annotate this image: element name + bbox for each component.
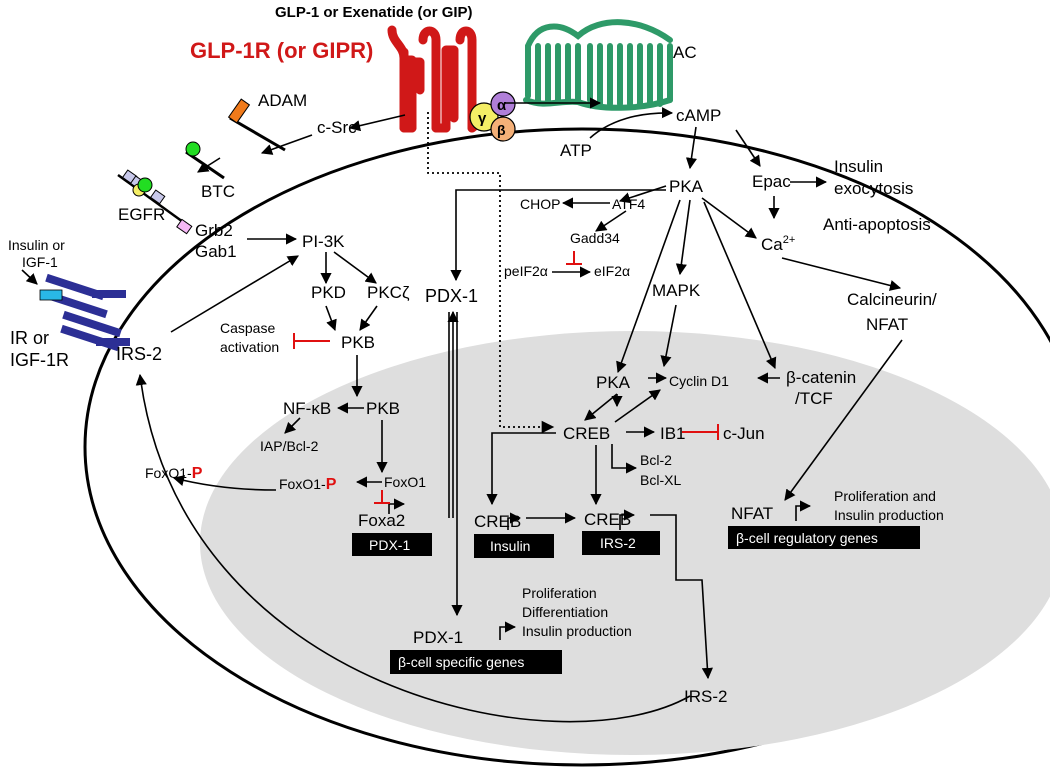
g-gamma-label: γ <box>478 110 487 127</box>
btc-ligand-shed <box>185 141 201 157</box>
iap-label: IAP/Bcl-2 <box>260 438 319 454</box>
pi3k-label: PI-3K <box>302 232 345 251</box>
foxo1-label: FoxO1 <box>384 474 426 490</box>
egfr-label: EGFR <box>118 205 165 224</box>
catenin-label: β-catenin/TCF <box>786 368 856 408</box>
irs2-bottom-label: IRS-2 <box>684 687 727 706</box>
creb-irs2-label: CREB <box>584 510 631 529</box>
peif2a-label: peIF2α <box>504 263 548 279</box>
foxo1p-mid-label: FoxO1-P <box>279 476 337 493</box>
egfr-receptor <box>117 169 193 235</box>
receptor-label: GLP-1R (or GIPR) <box>190 38 373 63</box>
pka-top-label: PKA <box>669 177 704 196</box>
camp-label: cAMP <box>676 106 721 125</box>
pkcz-label: PKCζ <box>367 283 410 302</box>
irs2-gene-box <box>582 531 660 555</box>
regulatory-genes-box-label: β-cell regulatory genes <box>736 530 878 546</box>
eif2a-label: eIF2α <box>594 263 630 279</box>
cjun-label: c-Jun <box>723 424 765 443</box>
gab1-label: Gab1 <box>195 242 237 261</box>
foxo1p-left-label: FoxO1-P <box>145 465 203 482</box>
ca-label: Ca2+ <box>761 234 795 254</box>
pdx1-bottom-label: PDX-1 <box>413 628 463 647</box>
mapk-label: MAPK <box>652 281 701 300</box>
specific-genes-box <box>390 650 562 674</box>
glp1-receptor <box>387 25 485 133</box>
g-alpha-subunit <box>490 91 516 117</box>
pdx1-top-label: PDX-1 <box>425 286 478 306</box>
insulin-gene-box-label: Insulin <box>490 538 530 554</box>
ir-receptor <box>39 273 130 352</box>
ligand-label: GLP-1 or Exenatide (or GIP) <box>275 4 473 21</box>
specific-genes-box-label: β-cell specific genes <box>398 654 524 670</box>
inhibition-marks <box>293 251 719 504</box>
grb2-label: Grb2 <box>195 221 233 240</box>
adam-protein <box>229 116 286 152</box>
nfkb-label: NF-κB <box>283 399 331 418</box>
irs2-gene-box-label: IRS-2 <box>600 535 636 551</box>
btc-label: BTC <box>201 182 235 201</box>
g-beta-label: β <box>497 122 506 138</box>
pkb2-label: PKB <box>366 399 400 418</box>
nfat-label: NFAT <box>731 504 773 523</box>
insulin-gene-box <box>474 534 554 558</box>
pdx1-gene-box-label: PDX-1 <box>369 537 410 553</box>
pkb1-label: PKB <box>341 333 375 352</box>
g-beta-subunit <box>490 116 516 142</box>
ib1-label: IB1 <box>660 424 686 443</box>
pka-nuclear-label: PKA <box>596 373 631 392</box>
g-alpha-label: α <box>497 97 507 114</box>
ac-label: AC <box>673 43 697 62</box>
receptor-creb-dotted-path <box>427 112 555 434</box>
pdx1-gene-box <box>352 533 432 556</box>
adam-label: ADAM <box>258 91 307 110</box>
chop-label: CHOP <box>520 196 560 212</box>
creb-insulin-label: CREB <box>474 512 521 531</box>
anti-apoptosis-label: Anti-apoptosis <box>823 215 931 234</box>
pkd-label: PKD <box>311 283 346 302</box>
csrc-label: c-Src <box>317 118 357 137</box>
adam-domain <box>227 98 251 124</box>
cyclin-d1-label: Cyclin D1 <box>669 373 729 389</box>
irs2-left-label: IRS-2 <box>116 344 162 364</box>
atp-label: ATP <box>560 141 592 160</box>
epac-label: Epac <box>752 172 791 191</box>
g-gamma-subunit <box>469 102 499 132</box>
gadd34-label: Gadd34 <box>570 230 620 246</box>
adenylyl-cyclase <box>523 19 673 111</box>
regulatory-genes-box <box>728 526 920 549</box>
calcineurin-label: Calcineurin/NFAT <box>847 290 937 334</box>
foxa2-label: Foxa2 <box>358 511 405 530</box>
signaling-arrows <box>21 97 903 723</box>
creb-main-label: CREB <box>563 424 610 443</box>
